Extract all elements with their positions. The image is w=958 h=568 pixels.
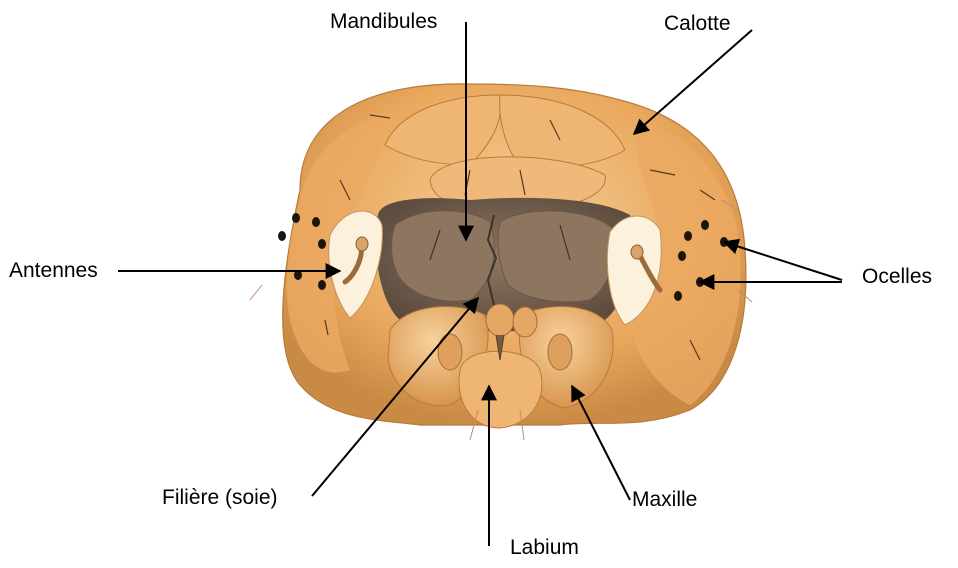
label-maxille: Maxille	[632, 489, 697, 510]
label-ocelles: Ocelles	[862, 266, 932, 287]
arrow-calotte	[634, 30, 752, 134]
right-antenna-base	[631, 245, 643, 259]
right-palp	[548, 334, 572, 370]
left-palp	[438, 334, 462, 370]
label-antennes: Antennes	[9, 260, 98, 281]
label-labium: Labium	[510, 537, 579, 558]
right-mandible	[498, 211, 615, 302]
left-antenna-base	[356, 237, 368, 251]
maxilla-palp-left	[486, 304, 514, 336]
label-calotte: Calotte	[664, 13, 731, 34]
label-mandibules: Mandibules	[330, 11, 437, 32]
maxilla-palp-right	[513, 307, 537, 337]
label-filiere: Filière (soie)	[162, 487, 278, 508]
